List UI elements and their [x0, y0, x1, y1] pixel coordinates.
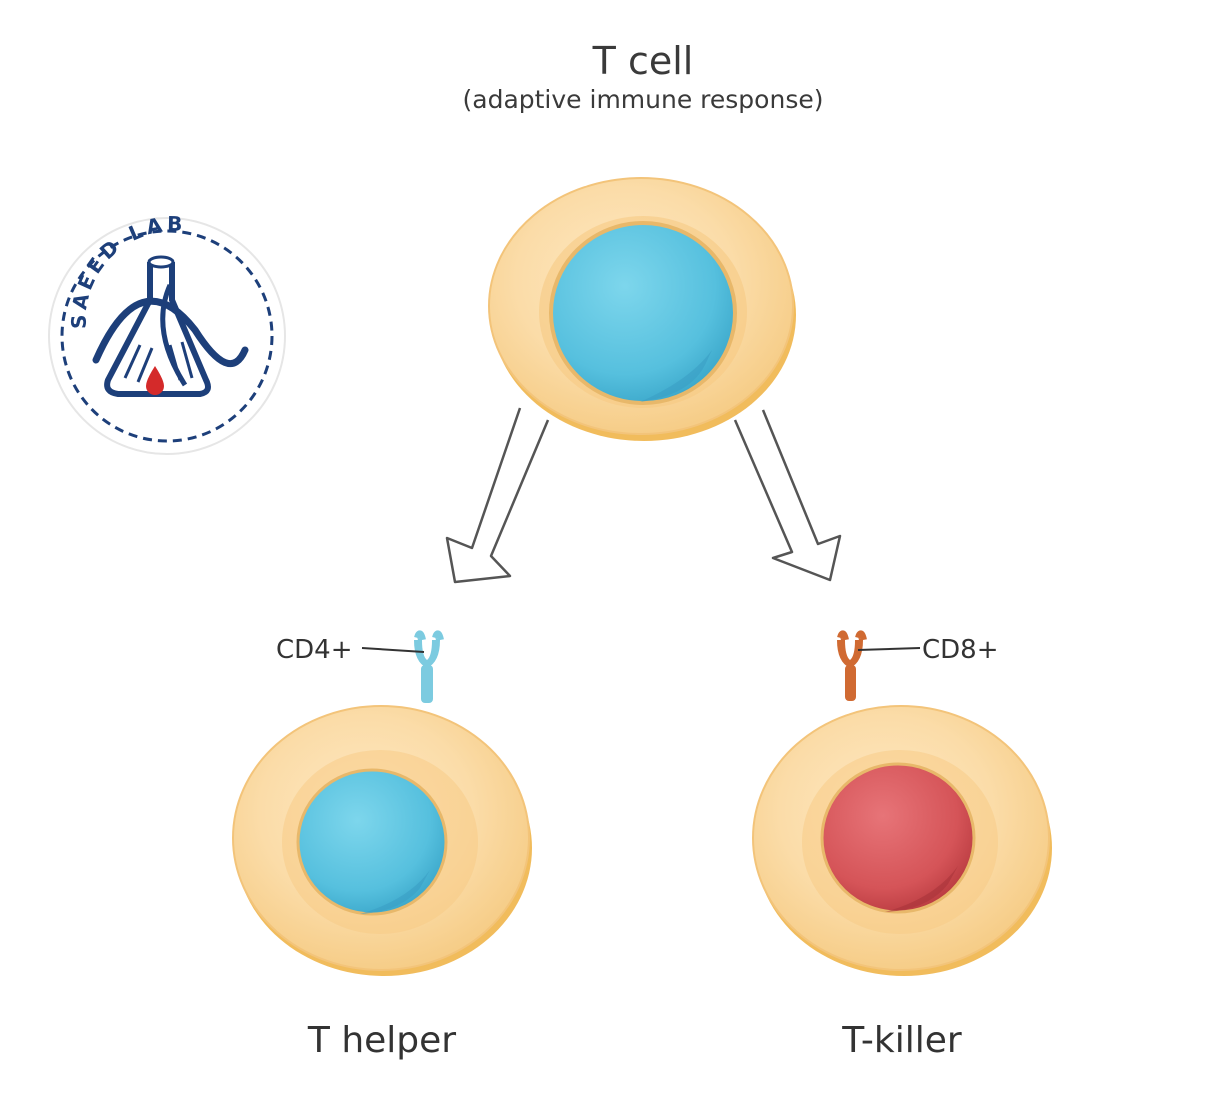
saeed-lab-logo: SAEED LAB — [48, 212, 286, 455]
cd8-label: CD8+ — [922, 635, 999, 665]
cd8-leader-line — [857, 647, 921, 651]
blood-drop-icon — [146, 366, 164, 395]
helper-nucleus — [296, 768, 448, 916]
cd4-label: CD4+ — [276, 635, 353, 665]
t-killer-label: T-killer — [841, 1020, 962, 1061]
t-helper-label: T helper — [307, 1020, 456, 1061]
t-killer-cell: CD8+ — [752, 630, 1052, 976]
cd8-receptor-icon — [837, 630, 867, 701]
parent-t-cell — [488, 177, 796, 441]
diagram-subtitle: (adaptive immune response) — [463, 85, 824, 114]
cd4-receptor-icon — [414, 630, 444, 703]
arrow-to-helper — [445, 407, 550, 584]
diagram-title: T cell — [592, 39, 694, 83]
t-helper-cell: CD4+ — [232, 630, 532, 976]
cd4-leader-line — [361, 647, 425, 653]
parent-nucleus — [549, 221, 737, 405]
arrow-to-killer — [733, 409, 842, 582]
killer-nucleus — [820, 762, 976, 914]
